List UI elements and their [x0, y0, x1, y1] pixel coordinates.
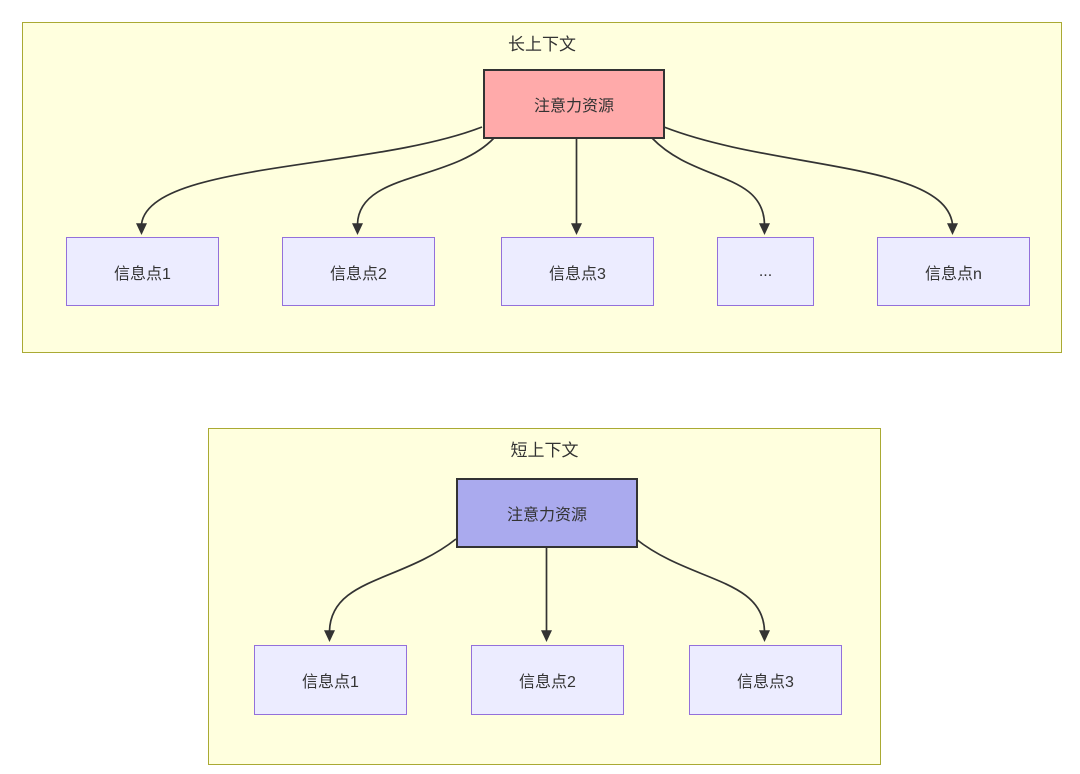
short-info-node-3: 信息点3 — [689, 645, 842, 715]
long-context-title: 长上下文 — [508, 35, 576, 54]
short-info-node-2: 信息点2 — [471, 645, 624, 715]
long-info-node-2: 信息点2 — [282, 237, 435, 306]
short-context-cluster: 短上下文 注意力资源 信息点1 信息点2 信息点3 — [208, 428, 881, 765]
long-info-node-3: 信息点3 — [501, 237, 654, 306]
long-attention-node: 注意力资源 — [483, 69, 665, 139]
short-info-node-1: 信息点1 — [254, 645, 407, 715]
long-info-node-1: 信息点1 — [66, 237, 219, 306]
long-context-cluster: 长上下文 注意力资源 信息点1 信息点2 信息点3 ... 信息点n — [22, 22, 1062, 353]
short-context-title: 短上下文 — [510, 441, 579, 460]
long-info-node-n: 信息点n — [877, 237, 1030, 306]
short-attention-node: 注意力资源 — [456, 478, 638, 548]
long-info-node-dots: ... — [717, 237, 814, 306]
